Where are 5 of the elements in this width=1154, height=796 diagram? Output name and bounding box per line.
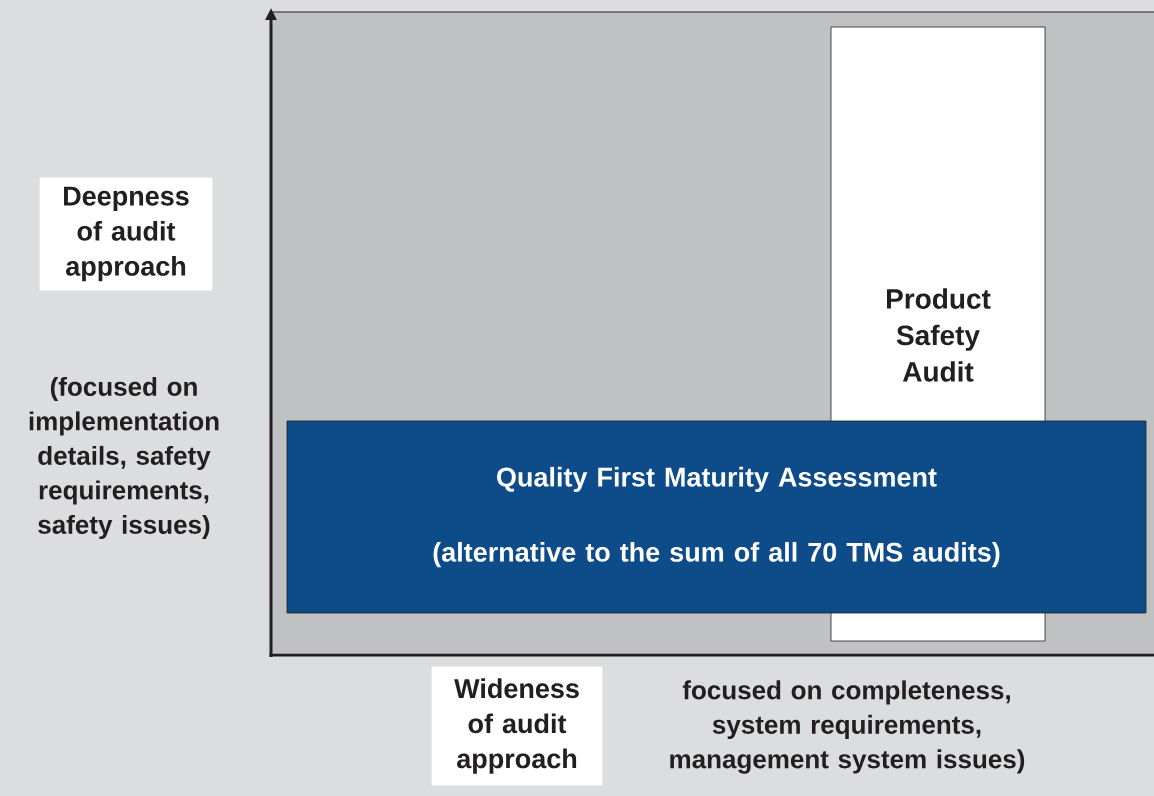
process-box: Quality First Maturity Assessment (alternative to the sum of all 70 TMS audits) bbox=[286, 420, 1147, 614]
text-box: Wideness of audit approach bbox=[431, 666, 603, 786]
axis-note: (focused on implementation details, safety requirements, safety issues) bbox=[29, 376, 219, 540]
axis-note: focused on completeness, system requirements, management system issues) bbox=[670, 680, 1025, 774]
text-box: Deepness of audit approach bbox=[39, 177, 213, 291]
